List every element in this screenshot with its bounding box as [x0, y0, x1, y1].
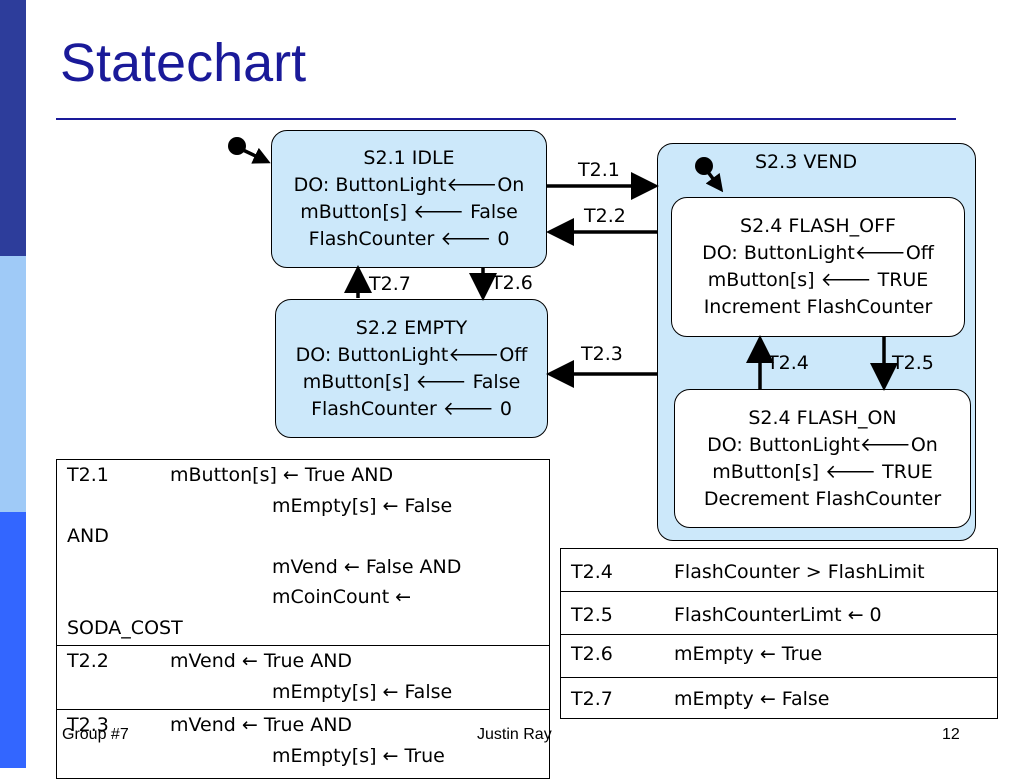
footer-page-number: 12 — [942, 726, 960, 743]
state-idle-button: mButton[s] 🡐 False — [300, 201, 518, 223]
t26-cond: mEmpty ← True — [674, 643, 823, 665]
state-empty-button: mButton[s] 🡐 False — [302, 370, 521, 393]
t23-id: T2.3 — [67, 714, 109, 736]
state-empty-do: DO: ButtonLight🡐Off — [295, 343, 528, 366]
t21-cond-2: mEmpty[s] ← False — [272, 494, 453, 517]
state-flash-on-name: S2.4 FLASH_ON — [748, 406, 897, 429]
title-rule — [56, 118, 956, 120]
state-flash-off-name: S2.4 FLASH_OFF — [740, 215, 896, 237]
label-t25: T2.5 — [892, 352, 934, 374]
table-row-t21: T2.1 mButton[s] ← True AND mEmpty[s] ← Fa… — [57, 460, 549, 645]
state-idle-name: S2.1 IDLE — [363, 147, 455, 169]
table-row-t26: T2.6 mEmpty ← True — [561, 634, 997, 677]
state-flash-on-button: mButton[s] 🡐 TRUE — [712, 460, 933, 483]
t21-cond-4: mVend ← False AND — [272, 555, 462, 578]
initial-node-vend — [695, 157, 713, 175]
initial-arrow-vend — [705, 170, 724, 193]
label-t22: T2.2 — [584, 205, 626, 227]
t22-id: T2.2 — [67, 650, 109, 672]
state-vend-title: S2.3 VEND — [755, 151, 858, 173]
transition-table-left: T2.1 mButton[s] ← True AND mEmpty[s] ← Fa… — [56, 459, 550, 779]
t22-cond-1: mVend ← True AND — [170, 650, 353, 672]
state-flash-off-do: DO: ButtonLight🡐Off — [702, 242, 934, 264]
t25-cond: FlashCounterLimt ← 0 — [674, 604, 882, 626]
t27-cond: mEmpty ← False — [674, 688, 830, 710]
transition-table-right: T2.4 FlashCounter > FlashLimit T2.5 FlashC… — [560, 548, 998, 719]
t27-id: T2.7 — [571, 688, 613, 710]
state-flash-on-do: DO: ButtonLight🡐On — [707, 433, 938, 456]
state-flash-off-button: mButton[s] 🡐 TRUE — [707, 269, 929, 291]
state-flash-off: S2.4 FLASH_OFF DO: ButtonLight🡐Off mButt… — [671, 197, 965, 337]
table-row-t27: T2.7 mEmpty ← False — [561, 677, 997, 720]
sidebar-band-bright — [0, 512, 26, 768]
t23-cond-1: mVend ← True AND — [170, 714, 353, 736]
label-t27: T2.7 — [369, 273, 411, 295]
t21-cond-3: AND — [67, 525, 109, 547]
state-empty: S2.2 EMPTY DO: ButtonLight🡐Off mButton[s… — [275, 299, 548, 438]
t25-id: T2.5 — [571, 604, 613, 626]
label-t21: T2.1 — [578, 159, 620, 181]
t21-cond-6: SODA_COST — [67, 616, 183, 639]
table-row-t22: T2.2 mVend ← True AND mEmpty[s] ← False — [57, 645, 549, 709]
state-idle-do: DO: ButtonLight🡐On — [293, 174, 525, 196]
t22-cond-2: mEmpty[s] ← False — [272, 680, 453, 703]
t24-cond: FlashCounter > FlashLimit — [674, 561, 925, 583]
label-t24: T2.4 — [767, 352, 809, 374]
footer-author: Justin Ray — [477, 726, 552, 743]
initial-arrow-outer — [242, 147, 271, 164]
t23-cond-2: mEmpty[s] ← True — [272, 744, 445, 767]
sidebar-band-dark — [0, 0, 26, 256]
table-row-t23: T2.3 mVend ← True AND mEmpty[s] ← True — [57, 709, 549, 778]
state-empty-name: S2.2 EMPTY — [355, 316, 468, 339]
state-idle: S2.1 IDLE DO: ButtonLight🡐On mButton[s] … — [271, 130, 547, 268]
t24-id: T2.4 — [571, 561, 613, 583]
table-row-t24: T2.4 FlashCounter > FlashLimit — [561, 549, 997, 591]
t21-id: T2.1 — [67, 464, 109, 486]
t21-cond-5: mCoinCount ← — [272, 586, 412, 608]
sidebar-band-light — [0, 256, 26, 512]
footer-group: Group #7 — [62, 726, 129, 743]
state-flash-on: S2.4 FLASH_ON DO: ButtonLight🡐On mButton… — [674, 389, 971, 528]
t26-id: T2.6 — [571, 643, 613, 665]
state-flash-on-counter: Decrement FlashCounter — [703, 487, 942, 510]
initial-node-outer — [228, 137, 246, 155]
label-t26: T2.6 — [491, 272, 533, 294]
t21-cond-1: mButton[s] ← True AND — [170, 464, 394, 486]
state-idle-counter: FlashCounter 🡐 0 — [308, 228, 510, 250]
state-empty-counter: FlashCounter 🡐 0 — [311, 397, 512, 420]
state-flash-off-counter: Increment FlashCounter — [703, 296, 933, 318]
label-t23: T2.3 — [581, 343, 623, 365]
slide-title: Statechart — [60, 33, 307, 93]
table-row-t25: T2.5 FlashCounterLimt ← 0 — [561, 591, 997, 634]
